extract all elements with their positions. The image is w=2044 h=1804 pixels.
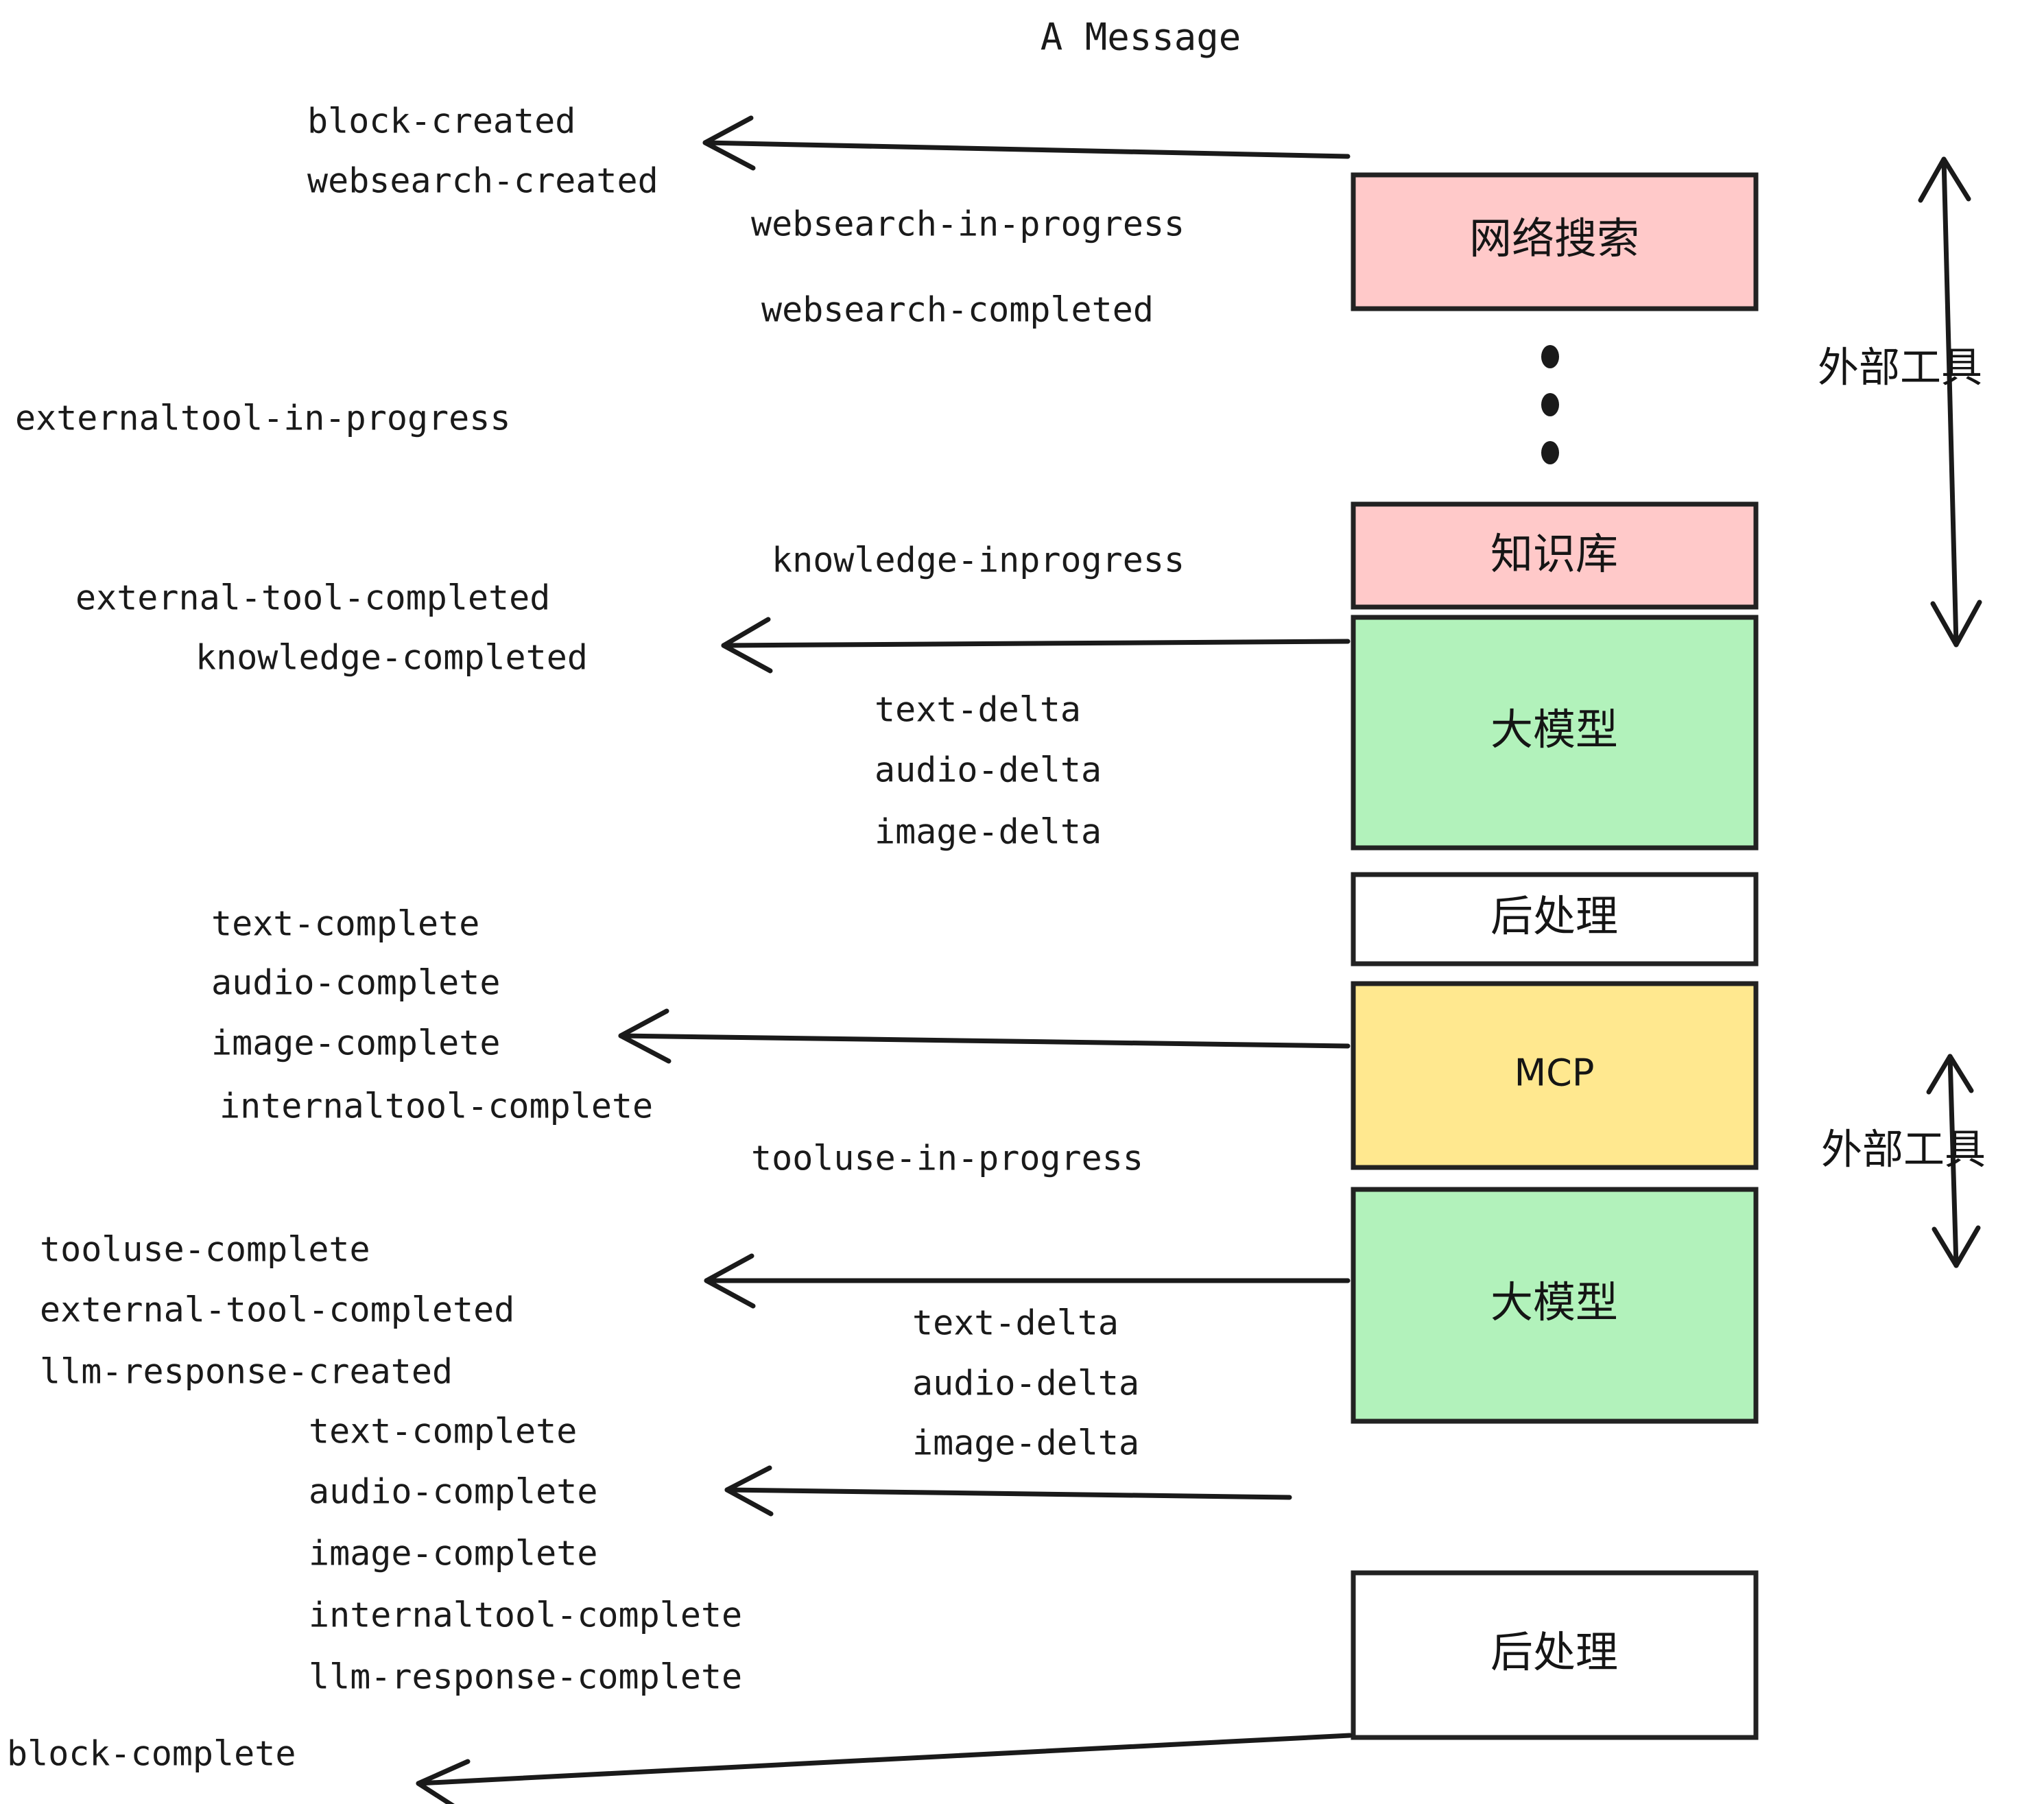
external-tools-group-top: 外部工具 <box>1818 156 1982 648</box>
event-label-block-complete: block-complete <box>7 1734 296 1774</box>
external-tools-arrow-bottom-head-down <box>1932 1225 1981 1268</box>
event-label-external-tool-completed-1: external-tool-completed <box>75 578 550 618</box>
ellipsis-dot-3 <box>1541 441 1559 464</box>
box-llm-bottom-label: 大模型 <box>1490 1277 1618 1327</box>
external-tools-group-bottom: 外部工具 <box>1821 1054 1986 1268</box>
event-label-llm-response-complete: llm-response-complete <box>309 1657 742 1697</box>
event-labels: block-created websearch-created websearc… <box>7 102 1185 1774</box>
box-mcp-rect[interactable] <box>1351 981 1759 1170</box>
box-llm-top[interactable]: 大模型 <box>1351 615 1759 851</box>
box-postprocess-bottom[interactable]: 后处理 <box>1351 1570 1759 1740</box>
external-tools-label-bottom: 外部工具 <box>1821 1126 1986 1174</box>
box-postprocess-top-rect[interactable] <box>1351 872 1759 966</box>
arrow-mcp-to-image-complete <box>618 1008 1351 1064</box>
box-websearch[interactable]: 网络搜索 <box>1351 172 1759 311</box>
page-title: A Message <box>1041 16 1241 59</box>
arrow-postprocess-to-block-complete <box>416 1733 1353 1804</box>
event-label-image-complete-2: image-complete <box>309 1534 597 1574</box>
arrow-knowledge-to-knowledge-completed <box>721 617 1351 674</box>
event-label-websearch-created: websearch-created <box>307 161 658 201</box>
box-knowledge-rect[interactable] <box>1351 501 1759 610</box>
arrow-llm-to-tooluse-complete <box>704 1253 1351 1309</box>
arrow-websearch-to-block-created <box>702 115 1351 171</box>
event-label-image-complete-1: image-complete <box>211 1023 500 1063</box>
box-postprocess-top[interactable]: 后处理 <box>1351 872 1759 966</box>
box-llm-bottom-rect[interactable] <box>1351 1187 1759 1424</box>
box-websearch-rect[interactable] <box>1351 172 1759 311</box>
box-llm-top-rect[interactable] <box>1351 615 1759 851</box>
arrow-llmbottom-to-audio-complete <box>724 1465 1292 1517</box>
event-label-text-delta-2: text-delta <box>912 1303 1119 1343</box>
ellipsis-dots <box>1541 345 1559 464</box>
event-label-internaltool-complete-2: internaltool-complete <box>309 1595 742 1635</box>
box-mcp-label: MCP <box>1514 1052 1595 1095</box>
box-mcp[interactable]: MCP <box>1351 981 1759 1170</box>
external-tools-arrow-bottom-head-up <box>1926 1054 1974 1095</box>
event-label-llm-response-created: llm-response-created <box>40 1352 453 1392</box>
event-label-knowledge-completed: knowledge-completed <box>195 638 588 678</box>
box-postprocess-top-label: 后处理 <box>1490 891 1618 941</box>
event-label-tooluse-complete: tooluse-complete <box>40 1230 370 1270</box>
box-knowledge[interactable]: 知识库 <box>1351 501 1759 610</box>
event-label-externaltool-in-progress: externaltool-in-progress <box>15 399 510 438</box>
box-postprocess-bottom-label: 后处理 <box>1490 1627 1618 1677</box>
event-label-knowledge-inprogress: knowledge-inprogress <box>772 541 1185 580</box>
box-llm-top-label: 大模型 <box>1490 704 1618 755</box>
ellipsis-dot-1 <box>1541 345 1559 368</box>
event-label-text-delta-1: text-delta <box>875 690 1081 730</box>
box-llm-bottom[interactable]: 大模型 <box>1351 1187 1759 1424</box>
event-label-audio-delta-1: audio-delta <box>875 750 1102 790</box>
external-tools-arrow-bottom-line <box>1947 1054 1959 1268</box>
node-boxes: 网络搜索 知识库 大模型 后处理 MCP 大模型 <box>1351 172 1759 1740</box>
event-arrows <box>416 115 1353 1804</box>
event-label-text-complete-1: text-complete <box>211 904 479 944</box>
box-knowledge-label: 知识库 <box>1490 529 1618 579</box>
event-label-external-tool-completed-2: external-tool-completed <box>40 1290 514 1330</box>
event-label-image-delta-1: image-delta <box>875 812 1102 852</box>
event-label-text-complete-2: text-complete <box>309 1412 577 1451</box>
event-label-audio-complete-2: audio-complete <box>309 1472 597 1512</box>
event-label-image-delta-2: image-delta <box>912 1423 1139 1463</box>
box-postprocess-bottom-rect[interactable] <box>1351 1570 1759 1740</box>
ellipsis-dot-2 <box>1541 393 1559 416</box>
external-tools-label-top: 外部工具 <box>1818 344 1982 392</box>
box-websearch-label: 网络搜索 <box>1469 213 1639 263</box>
event-label-block-created: block-created <box>307 102 575 141</box>
event-label-audio-complete-1: audio-complete <box>211 963 500 1003</box>
event-label-websearch-in-progress: websearch-in-progress <box>751 204 1185 244</box>
event-label-audio-delta-2: audio-delta <box>912 1364 1139 1403</box>
event-label-tooluse-in-progress: tooluse-in-progress <box>751 1139 1143 1178</box>
external-tools-arrow-top-head-up <box>1918 156 1971 203</box>
external-tools-arrow-top-head-down <box>1930 600 1982 648</box>
event-label-internaltool-complete-1: internaltool-complete <box>219 1087 653 1126</box>
external-tools-arrow-top-line <box>1941 156 1959 648</box>
event-label-websearch-completed: websearch-completed <box>761 290 1154 330</box>
